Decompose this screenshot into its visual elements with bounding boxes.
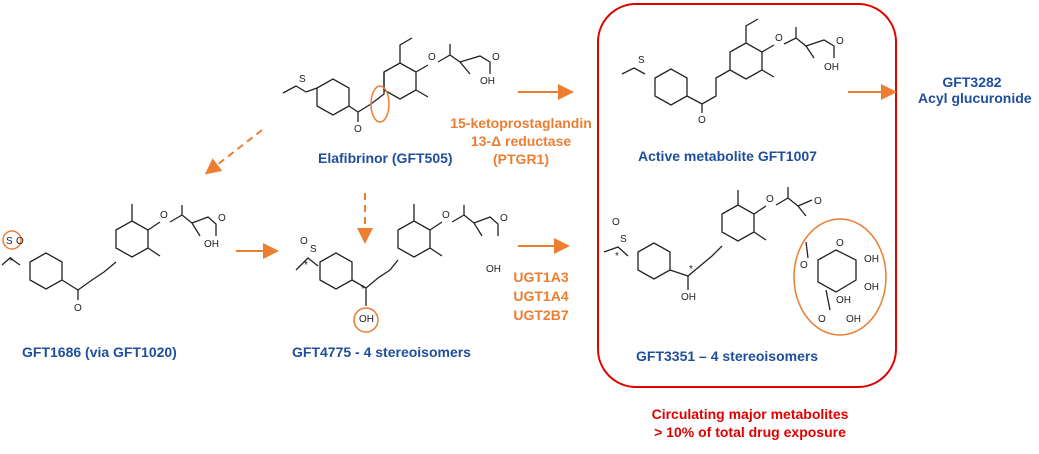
svg-text:O: O [836, 36, 844, 47]
svg-text:O: O [428, 52, 436, 63]
structure-gft4775: S O * * OH O O OH [295, 204, 508, 325]
structure-gft1686: S O * O O O OH [1, 204, 226, 314]
major-metabolites-box [597, 3, 897, 388]
svg-text:*: * [304, 260, 308, 271]
highlight-sulfoxide [2, 230, 22, 250]
svg-text:O: O [698, 115, 706, 126]
structure-elafibrinor: S O O O OH [282, 37, 500, 135]
note-line1: Circulating major metabolites [651, 406, 849, 422]
structure-gft3351: S O * * OH O O O O OH OH OH O OH [603, 187, 879, 325]
svg-text:S: S [620, 234, 627, 245]
svg-text:OH: OH [681, 292, 696, 303]
svg-text:OH: OH [486, 264, 501, 275]
svg-text:O: O [814, 196, 822, 207]
label-ptgr1-line2: 13-Δ reductase [470, 133, 572, 149]
structure-gft1007: S O O O OH [621, 18, 844, 126]
svg-text:OH: OH [359, 314, 374, 325]
svg-text:O: O [612, 217, 620, 228]
svg-text:O: O [354, 124, 362, 135]
svg-text:OH: OH [846, 314, 861, 325]
svg-text:O: O [818, 314, 826, 325]
svg-text:OH: OH [204, 239, 219, 250]
label-major-metabolites-note: Circulating major metabolites > 10% of t… [620, 405, 880, 441]
svg-text:*: * [689, 264, 693, 275]
label-gft3282-line2: Acyl glucuronide [918, 90, 1032, 106]
svg-text:*: * [615, 251, 619, 262]
label-gft3351: GFT3351 – 4 stereoisomers [636, 348, 819, 364]
svg-text:S: S [310, 244, 317, 255]
svg-text:O: O [16, 236, 24, 247]
label-ptgr1-line1: 15-ketoprostaglandin [450, 115, 592, 131]
note-line2: > 10% of total drug exposure [654, 424, 846, 440]
label-gft1007: Active metabolite GFT1007 [638, 148, 817, 164]
svg-text:OH: OH [836, 295, 851, 306]
svg-text:*: * [361, 284, 365, 295]
svg-text:O: O [836, 238, 844, 249]
svg-text:S: S [638, 55, 645, 66]
label-gft3282: GFT3282 Acyl glucuronide [918, 74, 1032, 106]
svg-text:O: O [492, 52, 500, 63]
svg-text:O: O [766, 194, 774, 205]
label-ugt-enzymes: UGT1A3 UGT1A4 UGT2B7 [506, 268, 576, 325]
svg-text:OH: OH [864, 282, 879, 293]
label-ugt2b7: UGT2B7 [513, 307, 569, 323]
highlight-hydroxyl [353, 307, 379, 333]
svg-text:O: O [300, 236, 308, 247]
label-gft3282-line1: GFT3282 [942, 74, 1002, 90]
svg-text:O: O [775, 33, 783, 44]
svg-text:O: O [800, 260, 808, 271]
label-ugt1a4: UGT1A4 [513, 288, 569, 304]
highlight-glucuronide [793, 218, 887, 336]
label-ptgr1-line3: (PTGR1) [493, 151, 549, 167]
svg-text:O: O [500, 213, 508, 224]
svg-text:*: * [9, 256, 13, 267]
arrow-elafibrinor-to-gft1686 [204, 129, 263, 175]
svg-text:O: O [218, 213, 226, 224]
svg-text:S: S [299, 74, 306, 85]
svg-text:S: S [6, 236, 13, 247]
svg-text:O: O [442, 210, 450, 221]
svg-text:O: O [74, 303, 82, 314]
svg-text:OH: OH [480, 76, 495, 87]
svg-text:O: O [160, 210, 168, 221]
label-ugt1a3: UGT1A3 [513, 269, 569, 285]
svg-text:OH: OH [864, 254, 879, 265]
highlight-double-bond [370, 85, 390, 123]
label-gft1686: GFT1686 (via GFT1020) [22, 344, 177, 360]
label-gft4775: GFT4775 - 4 stereoisomers [292, 344, 471, 360]
svg-text:OH: OH [824, 62, 839, 73]
label-elafibrinor: Elafibrinor (GFT505) [318, 150, 453, 166]
label-ptgr1: 15-ketoprostaglandin 13-Δ reductase (PTG… [446, 114, 596, 168]
